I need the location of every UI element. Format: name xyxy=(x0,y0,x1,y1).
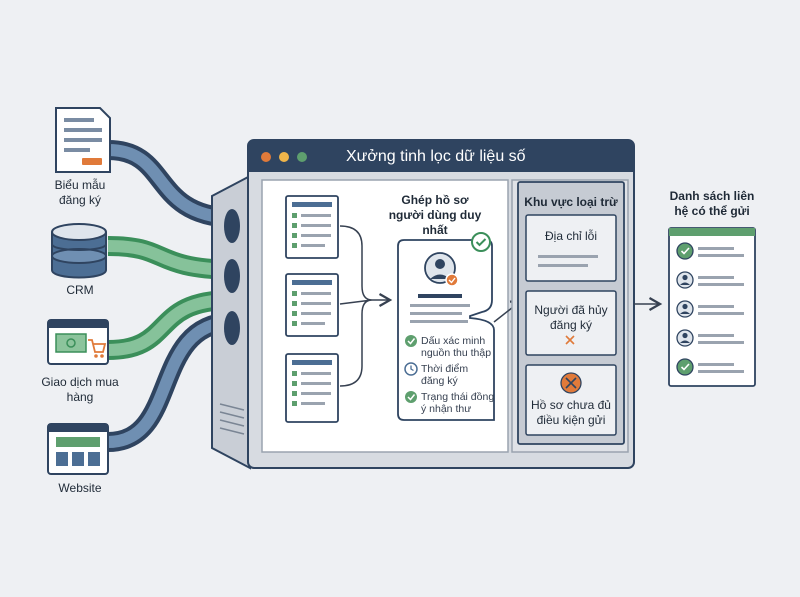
exclusion-zone-title: Khu vực loại trừ xyxy=(524,195,618,209)
window-close-dot xyxy=(261,152,271,162)
exclusion-zone-panel xyxy=(511,179,629,453)
intake-ports xyxy=(224,209,240,345)
x-mark-icon xyxy=(565,335,575,345)
window-minimize-dot xyxy=(279,152,289,162)
exclusion-item-ineligible: Hồ sơ chưa đủ điều kiện gửi xyxy=(531,398,611,427)
exclusion-item-bad-address: Địa chỉ lỗi xyxy=(544,229,598,243)
exclusion-item-unsubscribed: Người đã hủy đăng ký xyxy=(534,303,608,332)
sendable-contact-list xyxy=(668,227,756,387)
contact-row-verified xyxy=(676,358,744,376)
output-list-title: Danh sách liên hệ có thể gửi xyxy=(669,189,755,218)
clock-icon xyxy=(404,362,418,376)
source-label-website: Website xyxy=(58,481,102,495)
database-icon xyxy=(51,223,107,279)
record-doc-3 xyxy=(285,353,339,423)
source-label-purchase: Giao dịch mua hàng xyxy=(41,375,119,404)
contact-row-verified xyxy=(676,242,744,260)
check-icon xyxy=(405,391,417,403)
contact-row-user xyxy=(676,329,744,347)
check-icon xyxy=(405,335,417,347)
source-label-crm: CRM xyxy=(66,283,94,297)
checklist-item-signup-time: Thời điểm đăng ký xyxy=(421,363,469,387)
contact-row-user xyxy=(676,300,744,318)
website-icon xyxy=(47,423,109,475)
pipes xyxy=(107,140,233,452)
verified-badge-icon xyxy=(471,232,491,252)
checklist-item-consent-status: Trạng thái đồng ý nhận thư xyxy=(421,391,495,415)
x-circle-icon xyxy=(560,372,582,394)
merge-section-title: Ghép hồ sơ người dùng duy nhất xyxy=(388,193,482,237)
window-title: Xưởng tinh lọc dữ liệu số xyxy=(346,148,526,165)
vent-grille xyxy=(219,403,245,435)
input-panel xyxy=(261,179,524,453)
merge-bracket xyxy=(339,225,373,387)
purchase-transaction-icon xyxy=(47,319,109,365)
unified-profile-card xyxy=(397,239,495,421)
window-maximize-dot xyxy=(297,152,307,162)
record-doc-1 xyxy=(285,195,339,259)
source-label-form: Biểu mẫu đăng ký xyxy=(54,178,106,207)
checklist-item-source-verification: Dấu xác minh nguồn thu thập xyxy=(421,335,492,359)
record-doc-2 xyxy=(285,273,339,337)
form-document-icon xyxy=(55,107,111,173)
contact-row-user xyxy=(676,271,744,289)
